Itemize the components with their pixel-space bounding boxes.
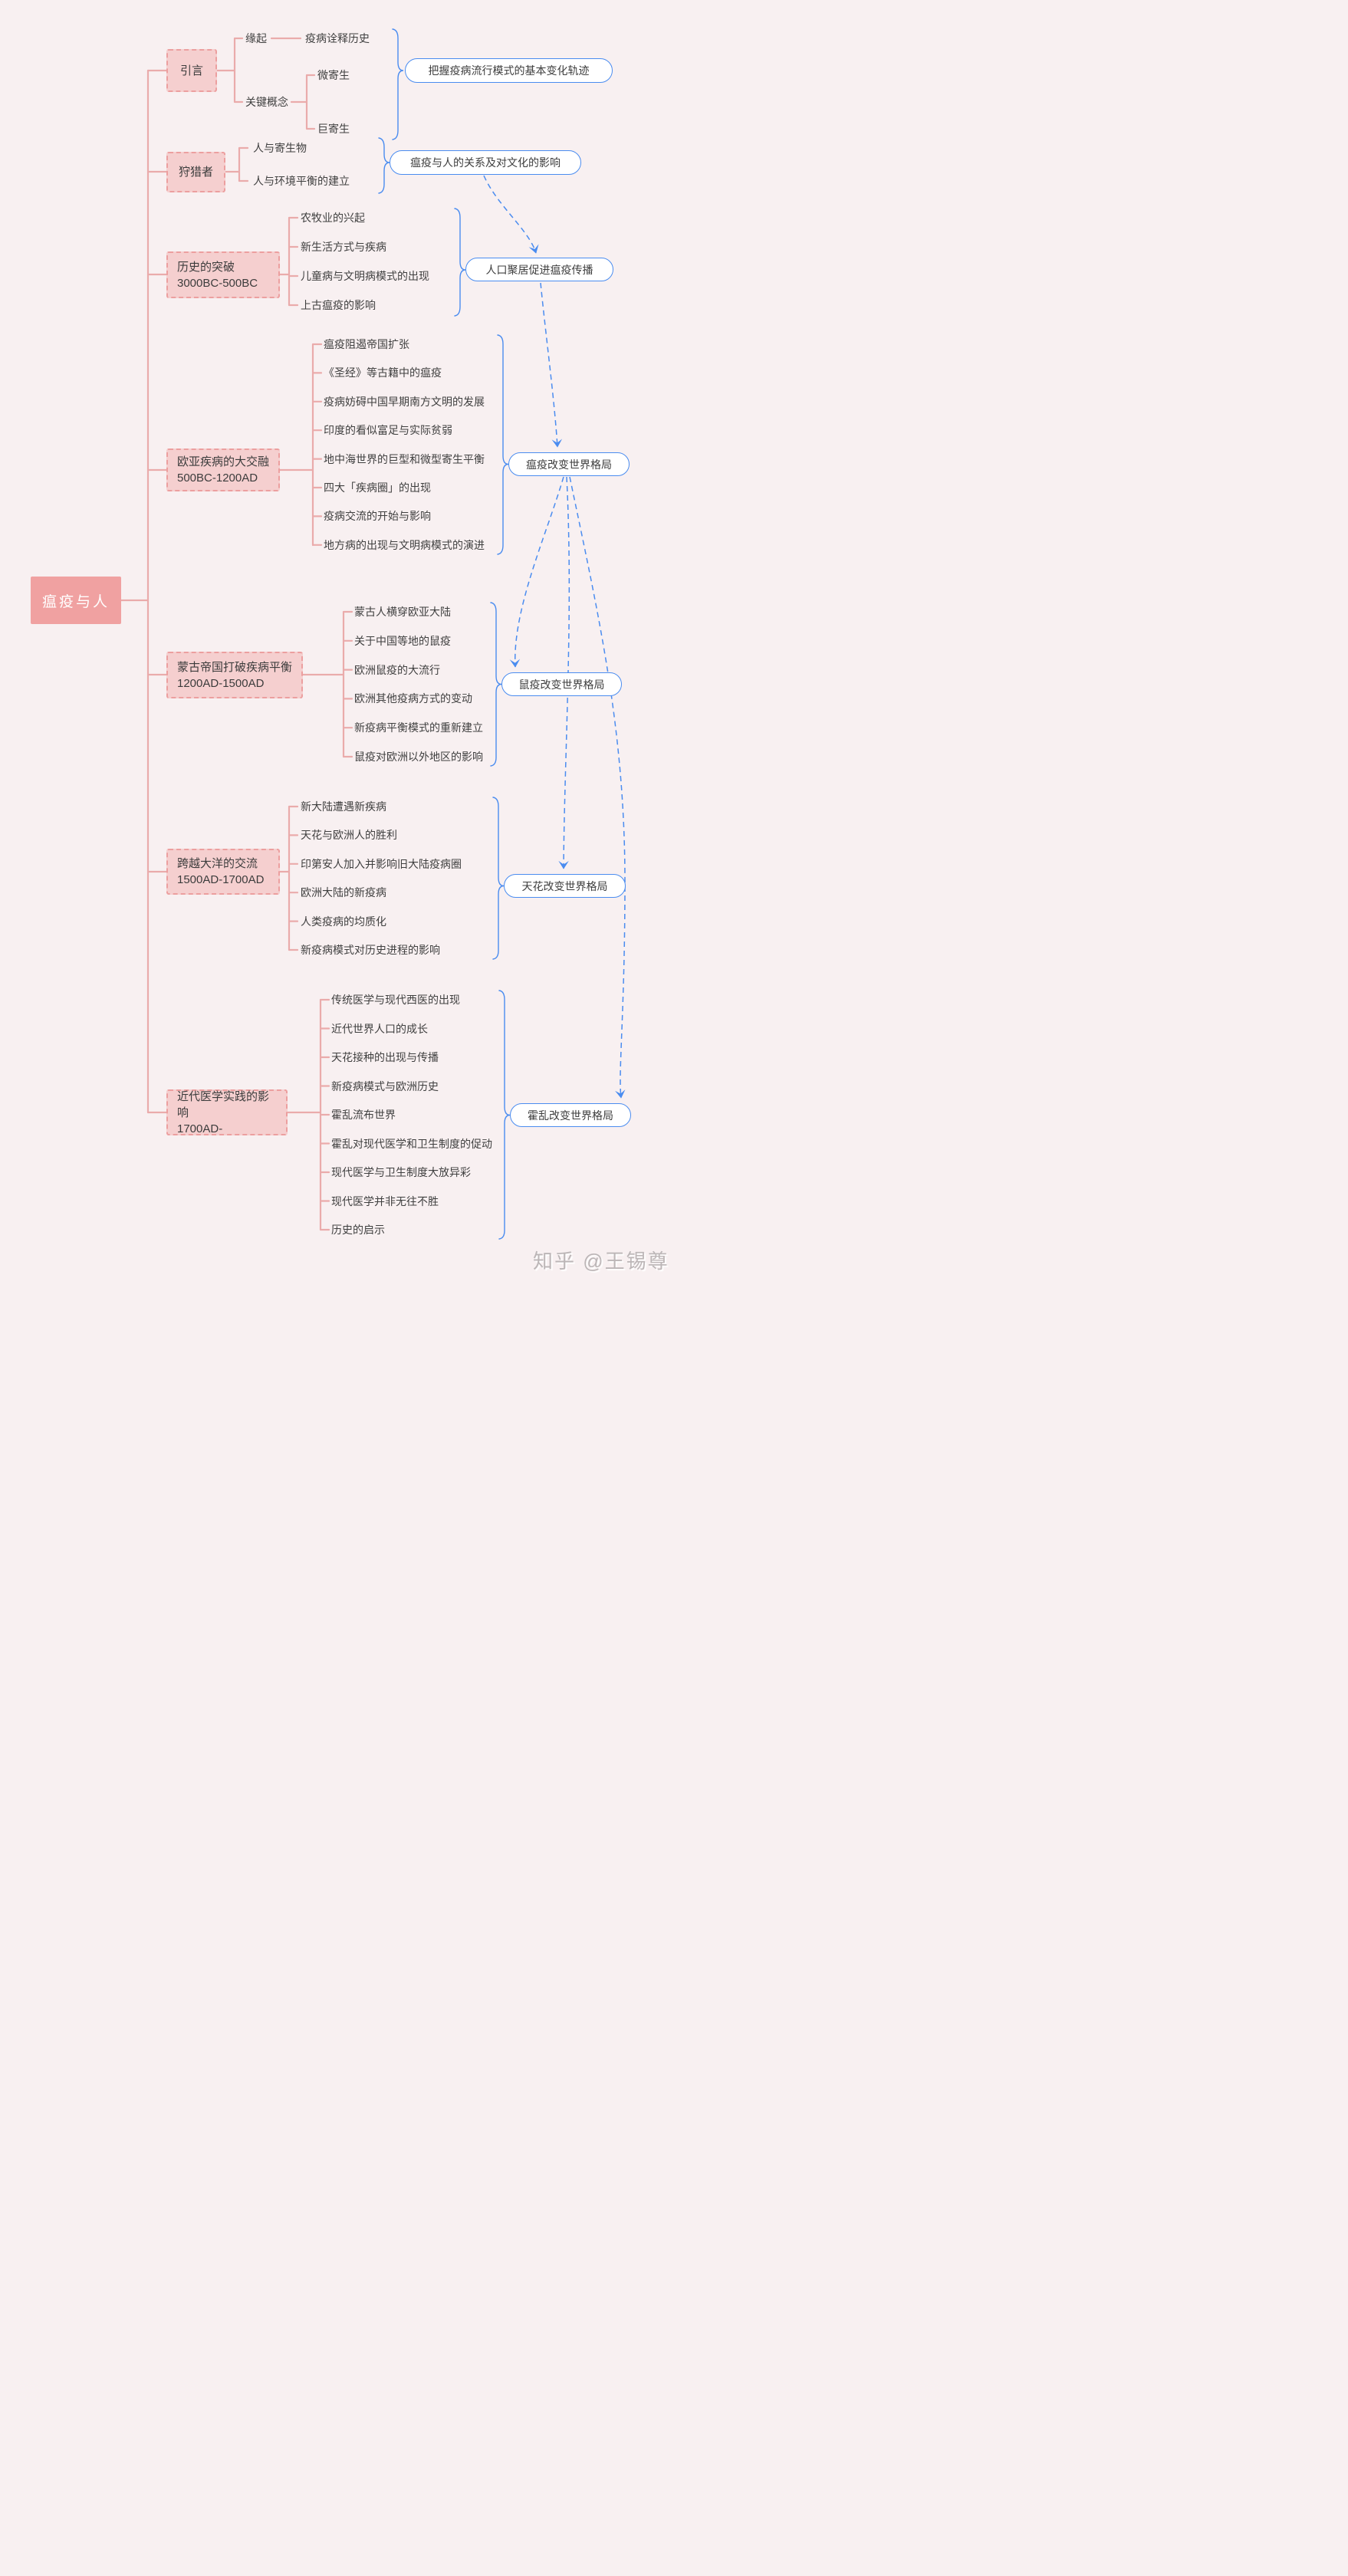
mindmap-canvas: 瘟疫与人 引言 狩猎者 历史的突破 3000BC-500BC 欧亚疾病的大交融 … xyxy=(0,0,674,1288)
branch-label-concepts[interactable]: 关键概念 xyxy=(245,96,288,108)
branch-label[interactable]: 农牧业的兴起 xyxy=(301,212,365,224)
arrow-eurasia-to-modern xyxy=(569,476,626,1099)
section-title: 跨越大洋的交流 xyxy=(177,857,258,870)
section-period: 500BC-1200AD xyxy=(177,472,258,485)
branch-label[interactable]: 儿童病与文明病模式的出现 xyxy=(301,270,429,282)
brace-breakthrough xyxy=(454,208,466,317)
branch-label[interactable]: 传统医学与现代西医的出现 xyxy=(331,994,460,1006)
branch-label[interactable]: 霍乱流布世界 xyxy=(331,1109,396,1121)
branch-label[interactable]: 新疫病平衡模式的重新建立 xyxy=(354,721,483,734)
section-node-modern[interactable]: 近代医学实践的影响 1700AD- xyxy=(166,1089,288,1135)
branch-label[interactable]: 蒙古人横穿欧亚大陆 xyxy=(354,606,451,618)
brace-intro xyxy=(392,28,404,140)
branch-label[interactable]: 新疫病模式与欧洲历史 xyxy=(331,1079,439,1092)
conclusion-box-mongol[interactable]: 鼠疫改变世界格局 xyxy=(501,672,622,696)
branch-label[interactable]: 欧洲鼠疫的大流行 xyxy=(354,663,440,676)
branch-label[interactable]: 近代世界人口的成长 xyxy=(331,1022,428,1035)
branch-label[interactable]: 地方病的出现与文明病模式的演进 xyxy=(324,538,485,551)
branch-label-origin[interactable]: 缘起 xyxy=(245,32,267,44)
conclusion-box-intro[interactable]: 把握疫病流行模式的基本变化轨迹 xyxy=(405,58,613,83)
relation-arrows xyxy=(483,175,626,1099)
branch-label[interactable]: 《圣经》等古籍中的瘟疫 xyxy=(324,366,442,380)
branch-label[interactable]: 瘟疫阻遏帝国扩张 xyxy=(324,338,409,350)
section-node-breakthrough[interactable]: 历史的突破 3000BC-500BC xyxy=(166,251,280,298)
branch-label[interactable]: 天花与欧洲人的胜利 xyxy=(301,829,397,842)
section-title: 蒙古帝国打破疾病平衡 xyxy=(177,660,293,674)
branch-label[interactable]: 疫病妨碍中国早期南方文明的发展 xyxy=(324,395,485,408)
arrow-breakthrough-to-eurasia xyxy=(540,282,563,448)
branch-label-origin-child[interactable]: 疫病诠释历史 xyxy=(305,32,370,44)
section-period: 1200AD-1500AD xyxy=(177,676,265,690)
branch-label-macroparasite[interactable]: 巨寄生 xyxy=(317,123,350,135)
branch-label[interactable]: 上古瘟疫的影响 xyxy=(301,299,376,311)
brace-mongol xyxy=(490,602,502,767)
brace-oceans xyxy=(492,797,505,960)
arrow-hunters-to-breakthrough xyxy=(483,175,539,254)
branch-label[interactable]: 新大陆遭遇新疾病 xyxy=(301,800,386,813)
section-title: 近代医学实践的影响 xyxy=(177,1089,270,1119)
branch-label[interactable]: 地中海世界的巨型和微型寄生平衡 xyxy=(324,452,485,465)
section-title: 狩猎者 xyxy=(178,166,213,179)
section-period: 1700AD- xyxy=(177,1122,223,1135)
branch-label[interactable]: 鼠疫对欧洲以外地区的影响 xyxy=(354,751,483,763)
branch-label[interactable]: 天花接种的出现与传播 xyxy=(331,1051,439,1063)
conclusion-box-modern[interactable]: 霍乱改变世界格局 xyxy=(510,1103,631,1127)
brace-eurasia xyxy=(497,334,509,555)
root-node[interactable]: 瘟疫与人 xyxy=(31,577,121,624)
branch-label[interactable]: 新生活方式与疾病 xyxy=(301,241,386,253)
conclusion-box-hunters[interactable]: 瘟疫与人的关系及对文化的影响 xyxy=(390,150,581,175)
connector-layer xyxy=(120,28,626,1240)
branch-label[interactable]: 印第安人加入并影响旧大陆疫病圈 xyxy=(301,857,462,870)
section-node-eurasia[interactable]: 欧亚疾病的大交融 500BC-1200AD xyxy=(166,449,280,491)
section-node-mongol[interactable]: 蒙古帝国打破疾病平衡 1200AD-1500AD xyxy=(166,652,303,698)
branch-label[interactable]: 霍乱对现代医学和卫生制度的促动 xyxy=(331,1137,492,1150)
branch-label[interactable]: 疫病交流的开始与影响 xyxy=(324,510,431,523)
section-node-intro[interactable]: 引言 xyxy=(166,49,217,92)
brace-hunters xyxy=(378,137,390,194)
conclusion-box-breakthrough[interactable]: 人口聚居促进瘟疫传播 xyxy=(465,258,613,281)
section-period: 1500AD-1700AD xyxy=(177,873,265,886)
branch-label[interactable]: 印度的看似富足与实际贫弱 xyxy=(324,424,452,437)
conclusion-box-oceans[interactable]: 天花改变世界格局 xyxy=(504,874,626,898)
branch-label[interactable]: 四大「疾病圈」的出现 xyxy=(324,481,431,494)
conclusion-box-eurasia[interactable]: 瘟疫改变世界格局 xyxy=(508,452,630,476)
section-title: 欧亚疾病的大交融 xyxy=(177,455,270,468)
branch-label-microparasite[interactable]: 微寄生 xyxy=(317,69,350,81)
branch-label[interactable]: 现代医学与卫生制度大放异彩 xyxy=(331,1166,471,1178)
arrow-eurasia-to-mongol xyxy=(509,476,564,668)
branch-label[interactable]: 关于中国等地的鼠疫 xyxy=(354,634,451,647)
branch-label[interactable]: 人与环境平衡的建立 xyxy=(253,175,350,187)
branch-label[interactable]: 欧洲其他疫病方式的变动 xyxy=(354,692,472,705)
branch-label[interactable]: 人类疫病的均质化 xyxy=(301,915,386,928)
brace-modern xyxy=(498,990,511,1240)
section-node-oceans[interactable]: 跨越大洋的交流 1500AD-1700AD xyxy=(166,849,280,895)
pink-branch-lines xyxy=(120,37,353,1231)
section-title: 引言 xyxy=(179,64,203,77)
branch-label[interactable]: 欧洲大陆的新疫病 xyxy=(301,886,386,899)
branch-label[interactable]: 现代医学并非无往不胜 xyxy=(331,1194,439,1208)
branch-label[interactable]: 历史的启示 xyxy=(331,1224,385,1236)
section-title: 历史的突破 xyxy=(177,260,235,274)
watermark: 知乎 @王锡尊 xyxy=(533,1250,669,1273)
branch-label[interactable]: 人与寄生物 xyxy=(253,142,307,154)
section-period: 3000BC-500BC xyxy=(177,276,258,290)
branch-label[interactable]: 新疫病模式对历史进程的影响 xyxy=(301,944,440,956)
section-node-hunters[interactable]: 狩猎者 xyxy=(166,152,225,192)
